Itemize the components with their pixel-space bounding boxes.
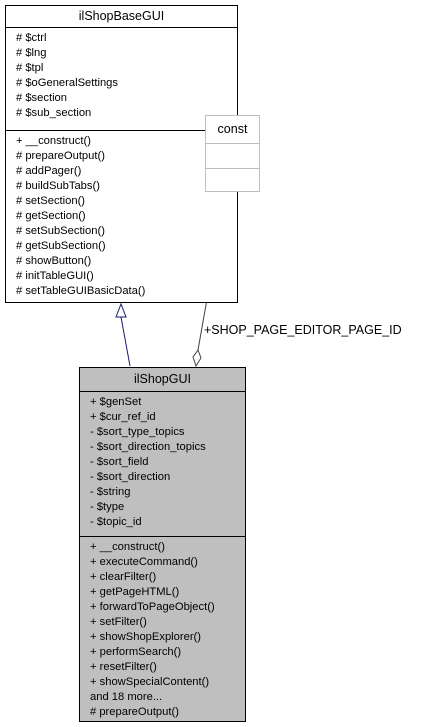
operation: and 18 more...	[90, 691, 163, 703]
attributes-section	[206, 144, 259, 168]
operation: # buildSubTabs()	[16, 180, 100, 192]
attribute: # $lng	[16, 47, 47, 59]
operation: + showShopExplorer()	[90, 631, 201, 643]
attribute: - $string	[90, 486, 131, 498]
attribute: - $sort_type_topics	[90, 426, 185, 438]
operations-section	[206, 168, 259, 192]
attribute: + $genSet	[90, 396, 142, 408]
class-box-base[interactable]: ilShopBaseGUI # $ctrl # $lng # $tpl # $o…	[5, 5, 238, 303]
attributes-section: # $ctrl # $lng # $tpl # $oGeneralSetting…	[6, 28, 237, 130]
class-name: ilShopBaseGUI	[6, 6, 237, 28]
inheritance-arrowhead	[115, 302, 127, 318]
aggregation-diamond	[192, 348, 202, 368]
operations-section: + __construct() + executeCommand() + cle…	[80, 536, 245, 721]
operation: + resetFilter()	[90, 661, 157, 673]
attribute: # $ctrl	[16, 32, 47, 44]
attributes-section: + $genSet + $cur_ref_id - $sort_type_top…	[80, 392, 245, 536]
operation: # addPager()	[16, 165, 82, 177]
attribute: - $type	[90, 501, 125, 513]
operation: + performSearch()	[90, 646, 182, 658]
operation: + forwardToPageObject()	[90, 601, 215, 613]
operation: + clearFilter()	[90, 571, 157, 583]
attribute: # $sub_section	[16, 107, 92, 119]
attribute: - $sort_direction	[90, 471, 171, 483]
operation: # setSection()	[16, 195, 86, 207]
class-box-main[interactable]: ilShopGUI + $genSet + $cur_ref_id - $sor…	[79, 367, 246, 722]
operation: # getSubSection()	[16, 240, 106, 252]
attribute: - $sort_direction_topics	[90, 441, 206, 453]
class-name: ilShopGUI	[80, 368, 245, 392]
aggregation-label: +SHOP_PAGE_EDITOR_PAGE_ID	[204, 323, 402, 337]
operation: # showButton()	[16, 255, 92, 267]
operation: # setSubSection()	[16, 225, 105, 237]
attribute: # $oGeneralSettings	[16, 77, 118, 89]
operation: + getPageHTML()	[90, 586, 180, 598]
attribute: + $cur_ref_id	[90, 411, 156, 423]
operation: # prepareOutput()	[16, 150, 105, 162]
attribute: # $tpl	[16, 62, 44, 74]
class-box-const[interactable]: const	[205, 115, 260, 192]
operation: + __construct()	[16, 135, 91, 147]
inheritance-edge	[120, 316, 131, 367]
operations-section: + __construct() # prepareOutput() # addP…	[6, 130, 237, 303]
operation: + __construct()	[90, 541, 165, 553]
operation: # getSection()	[16, 210, 86, 222]
operation: # prepareOutput()	[90, 706, 179, 718]
operation: # setTableGUIBasicData()	[16, 285, 146, 297]
operation: # initTableGUI()	[16, 270, 94, 282]
operation: + setFilter()	[90, 616, 147, 628]
attribute: # $section	[16, 92, 67, 104]
class-name: const	[206, 116, 259, 144]
operation: + showSpecialContent()	[90, 676, 210, 688]
operation: + executeCommand()	[90, 556, 198, 568]
attribute: - $sort_field	[90, 456, 149, 468]
attribute: - $topic_id	[90, 516, 142, 528]
